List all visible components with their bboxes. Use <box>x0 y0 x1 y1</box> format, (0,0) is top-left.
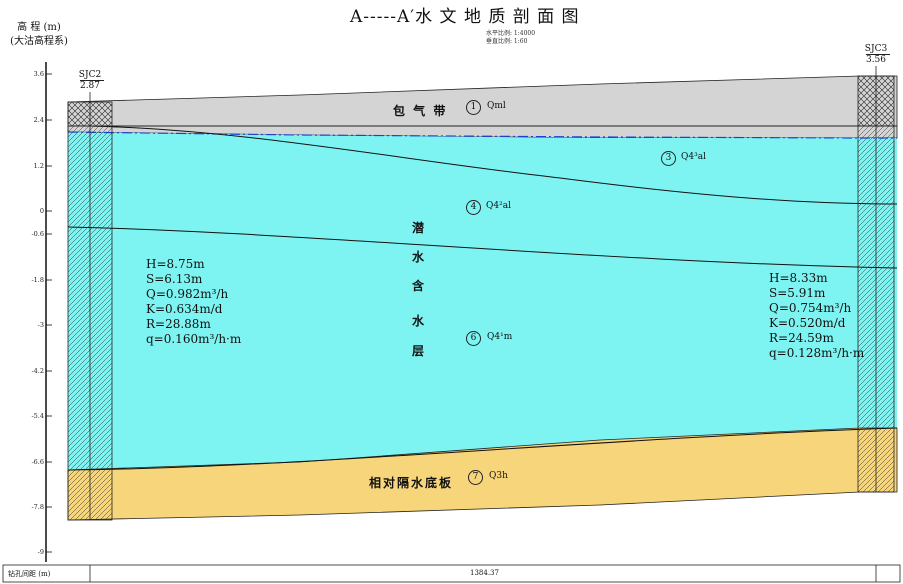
param-line: R=24.59m <box>769 331 834 345</box>
borehole-distance-value: 1384.37 <box>470 569 499 577</box>
y-tick-label: -3 <box>37 321 44 329</box>
right-well-parameters: H=8.33m S=5.91m Q=0.754m³/h K=0.520m/d R… <box>769 271 864 361</box>
boundary-layer3-bottom <box>89 125 898 205</box>
vertical-scale: 垂直比例: 1:60 <box>486 38 528 45</box>
right-well-id: SJC3 <box>864 44 888 54</box>
layer-number: 1 <box>466 100 481 115</box>
layer-code: Q4²al <box>486 201 511 211</box>
left-well-id: SJC2 <box>78 70 102 80</box>
y-axis-subtitle: (大沽高程系) <box>10 36 68 47</box>
aquifer-label-char: 含 <box>411 279 424 293</box>
layer-code: Q4³al <box>681 152 706 162</box>
vadose-zone-label: 包 气 带 <box>393 104 448 118</box>
param-line: q=0.128m³/h·m <box>769 346 865 360</box>
param-line: Q=0.754m³/h <box>769 301 852 315</box>
vadose-zone <box>67 75 898 139</box>
y-tick-label: -6.6 <box>31 458 44 466</box>
right-well-divider <box>866 54 890 55</box>
left-well-elevation: 2.87 <box>79 81 101 91</box>
layer-code: Q3h <box>489 471 508 481</box>
layer-number: 7 <box>468 470 483 485</box>
aquifer-label-char: 潜 <box>411 221 424 235</box>
y-tick-label: -4.2 <box>31 367 44 375</box>
aquifer-label-char: 水 <box>411 250 424 264</box>
param-line: H=8.75m <box>146 257 205 271</box>
y-axis-ticks <box>46 73 52 553</box>
aquitard-label: 相对隔水底板 <box>369 476 454 490</box>
y-tick-label: 3.6 <box>33 70 44 78</box>
param-line: K=0.520m/d <box>769 316 846 330</box>
right-well-elevation: 3.56 <box>865 55 887 65</box>
horizontal-scale: 水平比例: 1:4000 <box>486 30 536 37</box>
param-line: q=0.160m³/h·m <box>146 332 242 346</box>
layer-number: 6 <box>466 331 481 346</box>
layer-number: 4 <box>466 200 481 215</box>
y-tick-label: -1.8 <box>31 276 44 284</box>
y-tick-label: -5.4 <box>31 412 44 420</box>
param-line: Q=0.982m³/h <box>146 287 229 301</box>
y-axis-labels: 3.6 2.4 1.2 0 -0.6 -1.8 -3 -4.2 -5.4 -6.… <box>0 0 44 584</box>
y-tick-label: -7.8 <box>31 503 44 511</box>
left-well-parameters: H=8.75m S=6.13m Q=0.982m³/h K=0.634m/d R… <box>146 257 241 347</box>
left-well-divider <box>80 80 104 81</box>
diagram-title: A-----A′水 文 地 质 剖 面 图 <box>350 7 580 27</box>
borehole-distance-label: 钻孔间距 (m) <box>8 570 51 578</box>
aquifer-zone <box>68 132 897 470</box>
layer-code: Q4¹m <box>487 332 513 342</box>
aquifer-label-char: 水 <box>411 314 424 328</box>
param-line: K=0.634m/d <box>146 302 223 316</box>
y-tick-label: -9 <box>37 548 44 556</box>
boundary-layer4-bottom <box>67 226 898 269</box>
y-tick-label: -0.6 <box>31 230 44 238</box>
y-tick-label: 1.2 <box>33 162 44 170</box>
param-line: R=28.88m <box>146 317 211 331</box>
boundary-aquifer-bottom <box>67 427 898 471</box>
layer-number: 3 <box>661 151 676 166</box>
param-line: H=8.33m <box>769 271 828 285</box>
param-line: S=5.91m <box>769 286 826 300</box>
param-line: S=6.13m <box>146 272 203 286</box>
y-tick-label: 2.4 <box>33 116 44 124</box>
distance-table <box>2 564 901 583</box>
aquifer-label-char: 层 <box>411 344 424 358</box>
layer-code: Qml <box>487 101 506 111</box>
y-axis-title: 高 程 (m) <box>17 22 61 33</box>
y-tick-label: 0 <box>39 207 44 215</box>
